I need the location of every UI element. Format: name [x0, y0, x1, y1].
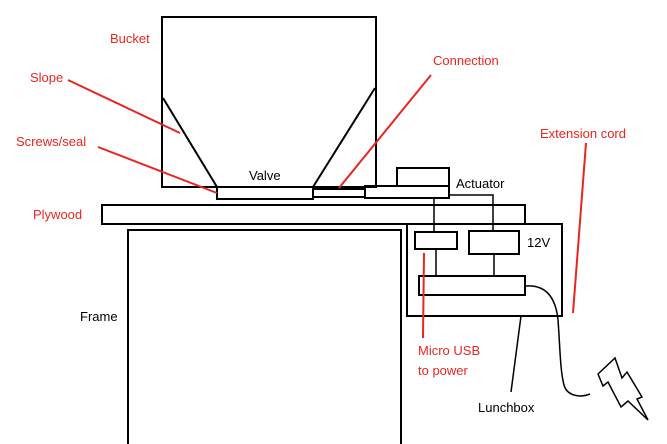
frame-label: Frame: [80, 309, 118, 324]
twelve-v-label: 12V: [527, 235, 550, 250]
extension-cord-pointer: [572, 142, 587, 314]
slope-label: Slope: [30, 70, 63, 85]
lunchbox-box: [406, 223, 563, 317]
valve-bar: [216, 186, 314, 200]
lunchbox-pointer: [510, 315, 522, 393]
bucket-shape: [161, 16, 377, 188]
frame-outline: [127, 229, 402, 444]
slope-left: [162, 97, 218, 188]
screws-pointer: [97, 146, 218, 194]
micro-usb-label-line1: Micro USB: [418, 343, 480, 358]
actuator-base: [364, 185, 450, 199]
lunchbox-label: Lunchbox: [478, 400, 535, 415]
slope-pointer: [67, 79, 181, 134]
screws-seal-label: Screws/seal: [16, 134, 86, 149]
slope-right: [312, 87, 376, 188]
lightning-bolt-icon: [597, 356, 649, 421]
twelve-v-supply: [468, 230, 520, 255]
wire-actuator-12v: [449, 194, 494, 231]
micro-usb-label-line2: to power: [418, 363, 469, 378]
extension-cord-label: Extension cord: [540, 126, 626, 141]
micro-usb-pointer: [422, 252, 425, 339]
actuator-motor: [396, 167, 450, 187]
micro-usb-module: [414, 231, 458, 250]
power-strip: [418, 275, 526, 296]
plywood-label: Plywood: [33, 207, 82, 222]
actuator-label: Actuator: [456, 176, 505, 191]
connection-pointer: [338, 74, 432, 189]
valve-label: Valve: [249, 168, 281, 183]
extension-cord-wire: [524, 285, 591, 397]
plywood-board: [101, 204, 526, 225]
bucket-label: Bucket: [110, 31, 150, 46]
connection-label: Connection: [433, 53, 499, 68]
connection-bar: [312, 188, 366, 198]
